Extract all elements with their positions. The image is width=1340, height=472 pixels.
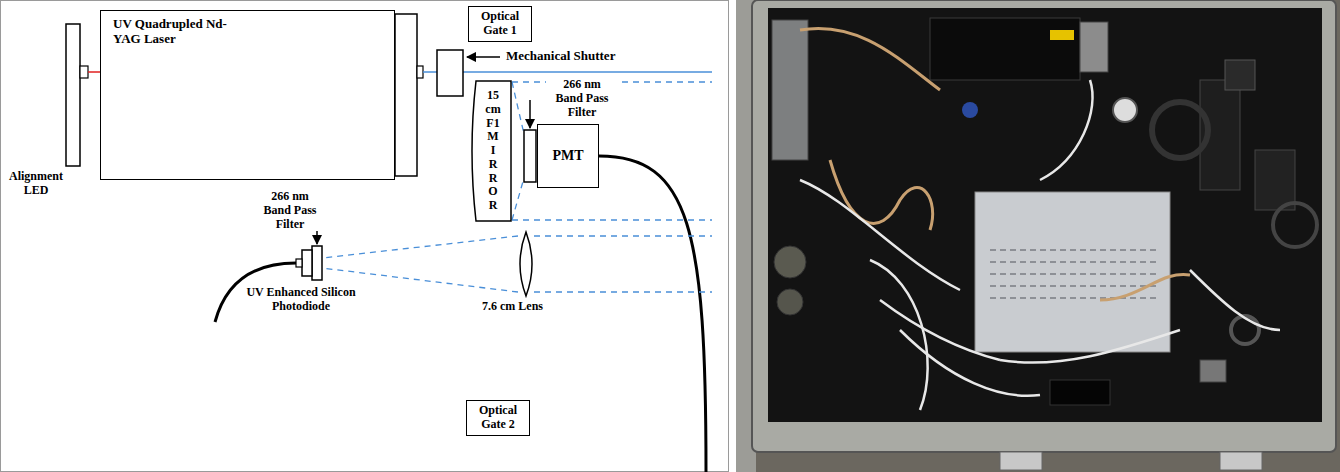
laser-head-photo [1080, 22, 1108, 72]
part-label: 266 nm Band Pass Filter [546, 78, 618, 119]
cables [800, 28, 1190, 300]
photo-ground [736, 0, 1340, 472]
laser-head [395, 14, 417, 176]
band-pass-filter [524, 130, 536, 182]
node-label: Optical Gate 1 [475, 10, 525, 38]
panel-border [1, 1, 729, 472]
connector [777, 289, 803, 315]
part-label: Alignment LED [4, 170, 68, 198]
laser-box: UV Quadrupled Nd-YAG Laser [100, 10, 395, 180]
leader-arrow [467, 56, 500, 58]
latch [1220, 452, 1262, 470]
uv-beam [423, 71, 712, 73]
optical-gate-box: Optical Gate 1 [468, 6, 532, 42]
pmt-box: PMT [537, 124, 599, 188]
gauge [1113, 98, 1137, 122]
photodiode [302, 250, 312, 276]
shutter [437, 50, 463, 96]
pmt-housing [1255, 150, 1295, 210]
warning-label [1050, 30, 1074, 40]
optical-gate-box: Optical Gate 2 [466, 400, 530, 436]
power-block [1050, 380, 1110, 405]
node-label: UV Quadrupled Nd-YAG Laser [113, 17, 253, 47]
instrument-photo [736, 0, 1340, 472]
band-pass-filter [312, 246, 322, 280]
latch [1000, 452, 1042, 470]
cables [800, 80, 1280, 410]
optical-mount [1225, 60, 1255, 90]
part-label: Mechanical Shutter [504, 49, 617, 64]
part-label: UV Enhanced Silicon Photodiode [240, 286, 362, 314]
lens-mount [1231, 316, 1259, 344]
laser-unit [930, 18, 1080, 80]
leader-arrow [529, 100, 531, 128]
fitting [962, 102, 978, 118]
node-label: 15 cm F1 MIRROR [485, 89, 500, 213]
led-body [66, 24, 80, 166]
part-label: 266 nm Band Pass Filter [254, 190, 326, 231]
leader-arrow [316, 231, 318, 244]
case-interior [768, 8, 1322, 422]
case-frame [752, 0, 1336, 452]
lens-mount [1152, 102, 1208, 158]
node-label: PMT [552, 148, 583, 164]
photodiode-pin [296, 259, 302, 267]
lens-mount [1273, 203, 1317, 247]
perforated-box [975, 192, 1170, 352]
led-tip [80, 66, 88, 78]
concave-mirror: 15 cm F1 MIRROR [468, 80, 512, 222]
fan-block [772, 20, 808, 160]
laser-window [417, 66, 423, 78]
mount [1200, 360, 1226, 382]
lens [520, 232, 532, 296]
connector [774, 246, 806, 278]
return-light [322, 236, 712, 292]
part-label: 7.6 cm Lens [480, 300, 545, 314]
pmt-cable [599, 156, 706, 472]
node-label: Optical Gate 2 [473, 404, 523, 432]
mirror-shape [472, 81, 511, 221]
